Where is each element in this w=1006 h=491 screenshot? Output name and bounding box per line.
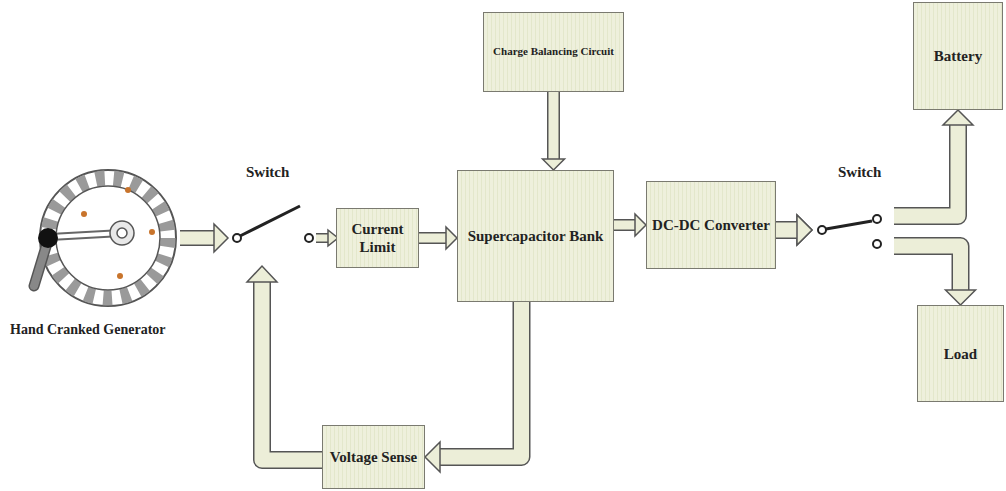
block-arrow [316, 230, 338, 246]
switch-symbol [818, 215, 881, 248]
supercap-box: Supercapacitor Bank [457, 170, 614, 302]
block-arrow [543, 92, 565, 170]
block-arrow [247, 266, 322, 460]
box-label: Current Limit [337, 220, 418, 256]
block-arrow [419, 227, 457, 249]
box-label: Load [944, 345, 977, 363]
box-label: Charge Balancing Circuit [493, 45, 614, 58]
block-arrow [425, 302, 522, 472]
generator-illustration [34, 170, 176, 306]
limiter-box: Current Limit [336, 208, 419, 268]
converter-box: DC-DC Converter [646, 181, 776, 269]
box-label: DC-DC Converter [652, 216, 770, 234]
block-arrow [776, 110, 973, 245]
load-box: Load [917, 305, 1004, 402]
block-arrow [776, 215, 976, 305]
battery-box: Battery [913, 2, 1003, 110]
box-label: Voltage Sense [330, 448, 417, 466]
generator-label: Hand Cranked Generator [10, 322, 166, 338]
block-arrow [614, 214, 646, 236]
switch-label: Switch [838, 164, 881, 181]
sense-box: Voltage Sense [322, 425, 425, 489]
balancing-box: Charge Balancing Circuit [483, 12, 624, 92]
box-label: Supercapacitor Bank [468, 227, 604, 245]
switch-label: Switch [246, 164, 289, 181]
block-arrow [180, 224, 228, 252]
box-label: Battery [934, 47, 982, 65]
switch-symbol [233, 206, 313, 242]
